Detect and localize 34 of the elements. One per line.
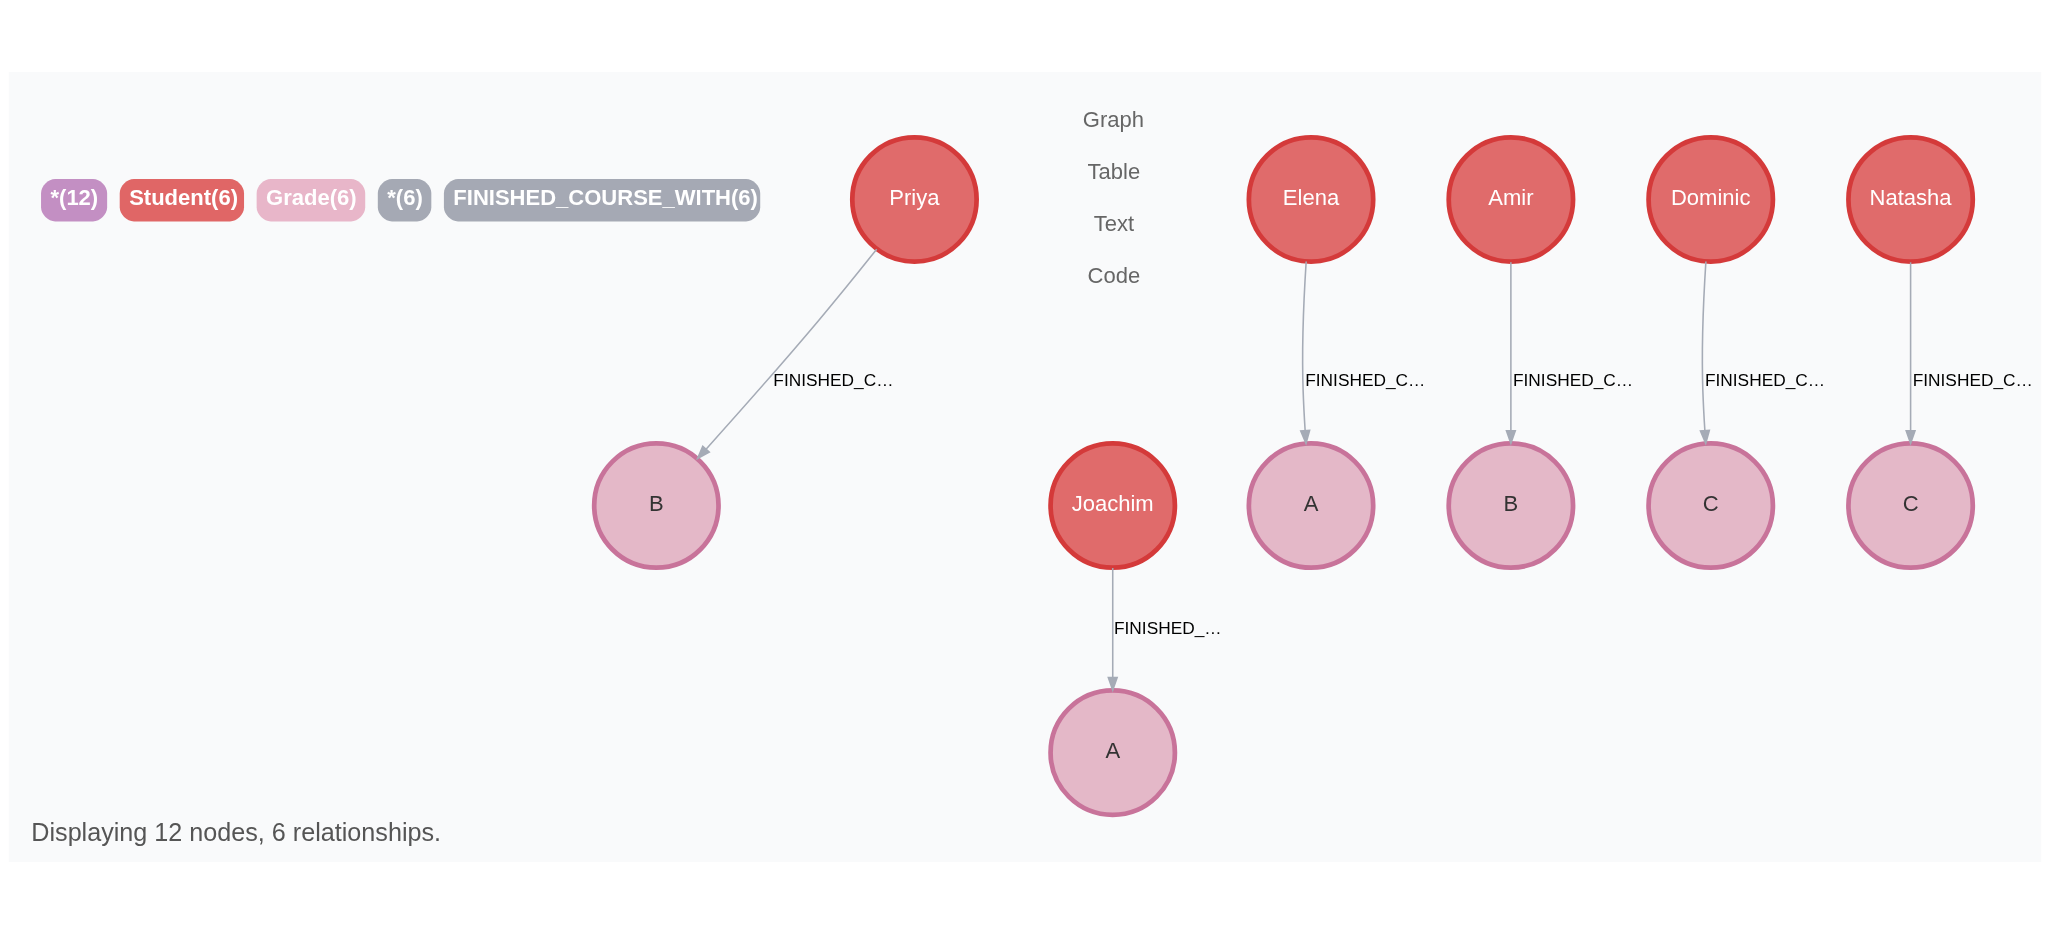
arrow [696,247,878,460]
label: Text [1093,210,1135,236]
edge-label: FINISHED_C… [773,369,894,390]
edge-label: FINISHED_… [1113,617,1222,637]
legend-label: FINISHED_COURSE_WITH(6) [453,184,758,210]
node-circle: Natasha [1846,134,1976,264]
legend-label: *(6) [387,184,423,210]
caption: Displaying 12 nodes, 6 relationships. [31,817,442,846]
label: Code [1087,262,1141,288]
node-circle: Elena [1246,134,1376,264]
legend-label: Student(6) [129,184,239,210]
node-circle: Priya [849,134,979,264]
arrow [1699,260,1711,446]
label: Table [1087,158,1141,184]
edge-label: FINISHED_C… [1912,369,2033,390]
arrow [1107,566,1119,692]
node-circle: Dominic [1646,134,1776,264]
label: Graph [1082,106,1145,132]
arrow [1299,260,1311,446]
arrow [1505,261,1517,446]
edge-label: FINISHED_C… [1305,369,1426,390]
node-circle: Amir [1446,134,1576,264]
edge-label: FINISHED_C… [1704,369,1826,390]
edge-label: FINISHED_C… [1512,369,1634,390]
arrow [1905,261,1917,446]
node-circle: B [1446,440,1576,570]
node-circle: A [1246,440,1376,570]
legend-label: *(12) [50,184,99,210]
legend-label: Grade(6) [266,184,357,210]
node-circle: B [591,440,721,570]
node-circle: A [1048,687,1178,817]
node-circle: C [1846,440,1976,570]
node-circle: Joachim [1048,440,1178,570]
node-circle: C [1646,440,1776,570]
